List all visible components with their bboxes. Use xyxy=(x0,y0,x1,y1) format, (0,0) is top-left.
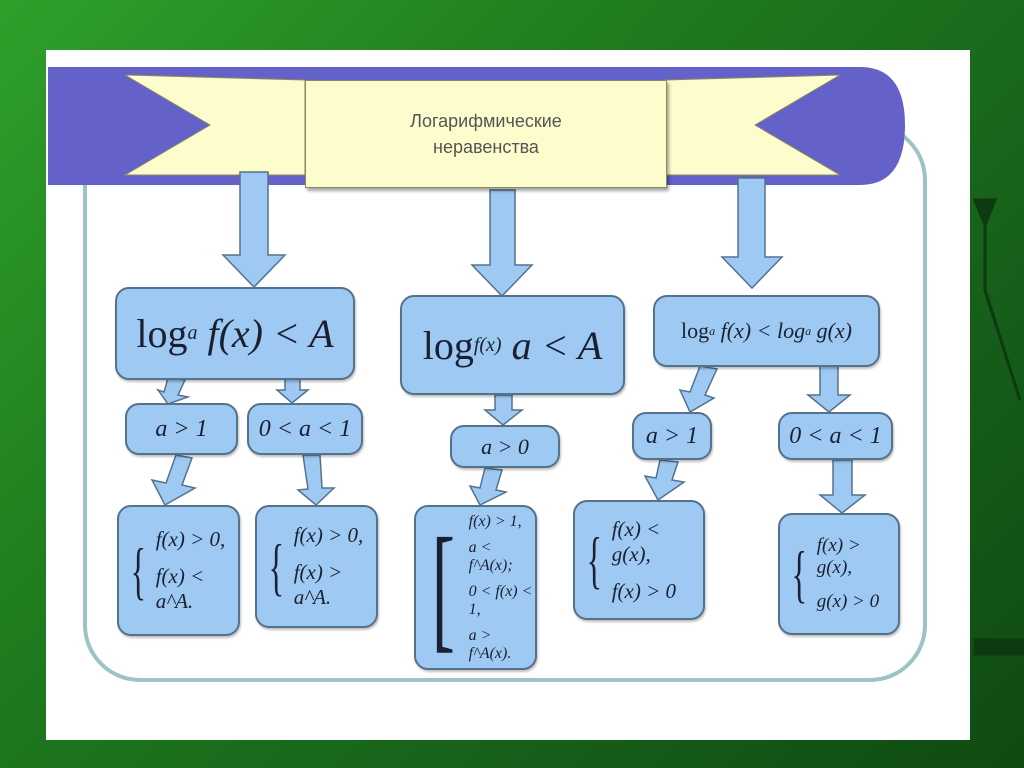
system-line: g(x) > 0 xyxy=(816,591,880,612)
system-line: a > f^A(x). xyxy=(468,626,512,662)
system-line: a < f^A(x); xyxy=(468,538,513,574)
brace-icon: { xyxy=(586,524,603,595)
arrow-down xyxy=(720,177,784,290)
arrow-down xyxy=(468,467,509,506)
case-a-greater-1: a > 1 xyxy=(125,403,238,455)
system-box: { f(x) < g(x), f(x) > 0 xyxy=(573,500,705,620)
system-box: { f(x) > g(x), g(x) > 0 xyxy=(778,513,900,635)
arrow-down xyxy=(274,377,311,404)
case-a-between-0-1: 0 < a < 1 xyxy=(778,412,893,460)
log-label: log xyxy=(136,311,188,356)
inequality-mid: f(x) < log xyxy=(720,318,806,343)
title-line-1: Логарифмические xyxy=(410,111,562,131)
banner-right-tail xyxy=(664,74,842,176)
brace-icon: { xyxy=(791,538,808,609)
title-line-2: неравенства xyxy=(433,137,539,157)
inequality-rest: g(x) xyxy=(816,318,853,343)
arrow-down xyxy=(678,365,719,414)
brace-icon: { xyxy=(130,534,147,606)
log-base: f(x) xyxy=(473,333,502,356)
log-base: a xyxy=(805,323,812,338)
inequality-rest: a < A xyxy=(511,322,603,368)
case-a-positive: a > 0 xyxy=(450,425,560,468)
system-line: 0 < f(x) < 1, xyxy=(468,582,533,618)
log-label: log xyxy=(680,318,710,343)
system-line: f(x) > 0 xyxy=(611,578,677,603)
system-line: f(x) > g(x), xyxy=(816,535,861,578)
arrow-down xyxy=(470,189,534,298)
system-line: f(x) < a^A. xyxy=(155,564,205,613)
case-a-between-0-1: 0 < a < 1 xyxy=(247,403,363,455)
system-line: f(x) > a^A. xyxy=(293,560,343,609)
log-base: a xyxy=(187,322,198,344)
log-base: a xyxy=(709,323,716,338)
system-box: { f(x) > 0, f(x) > a^A. xyxy=(255,505,378,628)
arrow-down xyxy=(221,171,287,289)
arrow-down xyxy=(156,377,191,405)
title-scroll: Логарифмические неравенства xyxy=(305,80,667,188)
arrow-down xyxy=(643,459,686,502)
arrow-down xyxy=(805,365,853,413)
system-box: { f(x) > 0, f(x) < a^A. xyxy=(117,505,240,636)
scales-icon xyxy=(972,198,1024,656)
arrow-down xyxy=(150,454,198,507)
system-line: f(x) < g(x), xyxy=(611,516,661,566)
arrow-down xyxy=(296,454,336,507)
bracket-icon: [ xyxy=(431,509,455,665)
brace-icon: { xyxy=(268,530,285,602)
inequality-rest: f(x) < A xyxy=(207,311,334,356)
log-label: log xyxy=(422,322,474,368)
system-line: f(x) > 0, xyxy=(293,523,364,547)
arrow-down xyxy=(817,459,868,514)
banner-left-tail xyxy=(123,74,306,176)
case-a-greater-1: a > 1 xyxy=(632,412,712,460)
system-line: f(x) > 1, xyxy=(468,512,522,530)
arrow-down xyxy=(482,394,525,426)
system-line: f(x) > 0, xyxy=(155,527,226,551)
system-box: [ f(x) > 1, a < f^A(x); 0 < f(x) < 1, a … xyxy=(414,505,537,670)
